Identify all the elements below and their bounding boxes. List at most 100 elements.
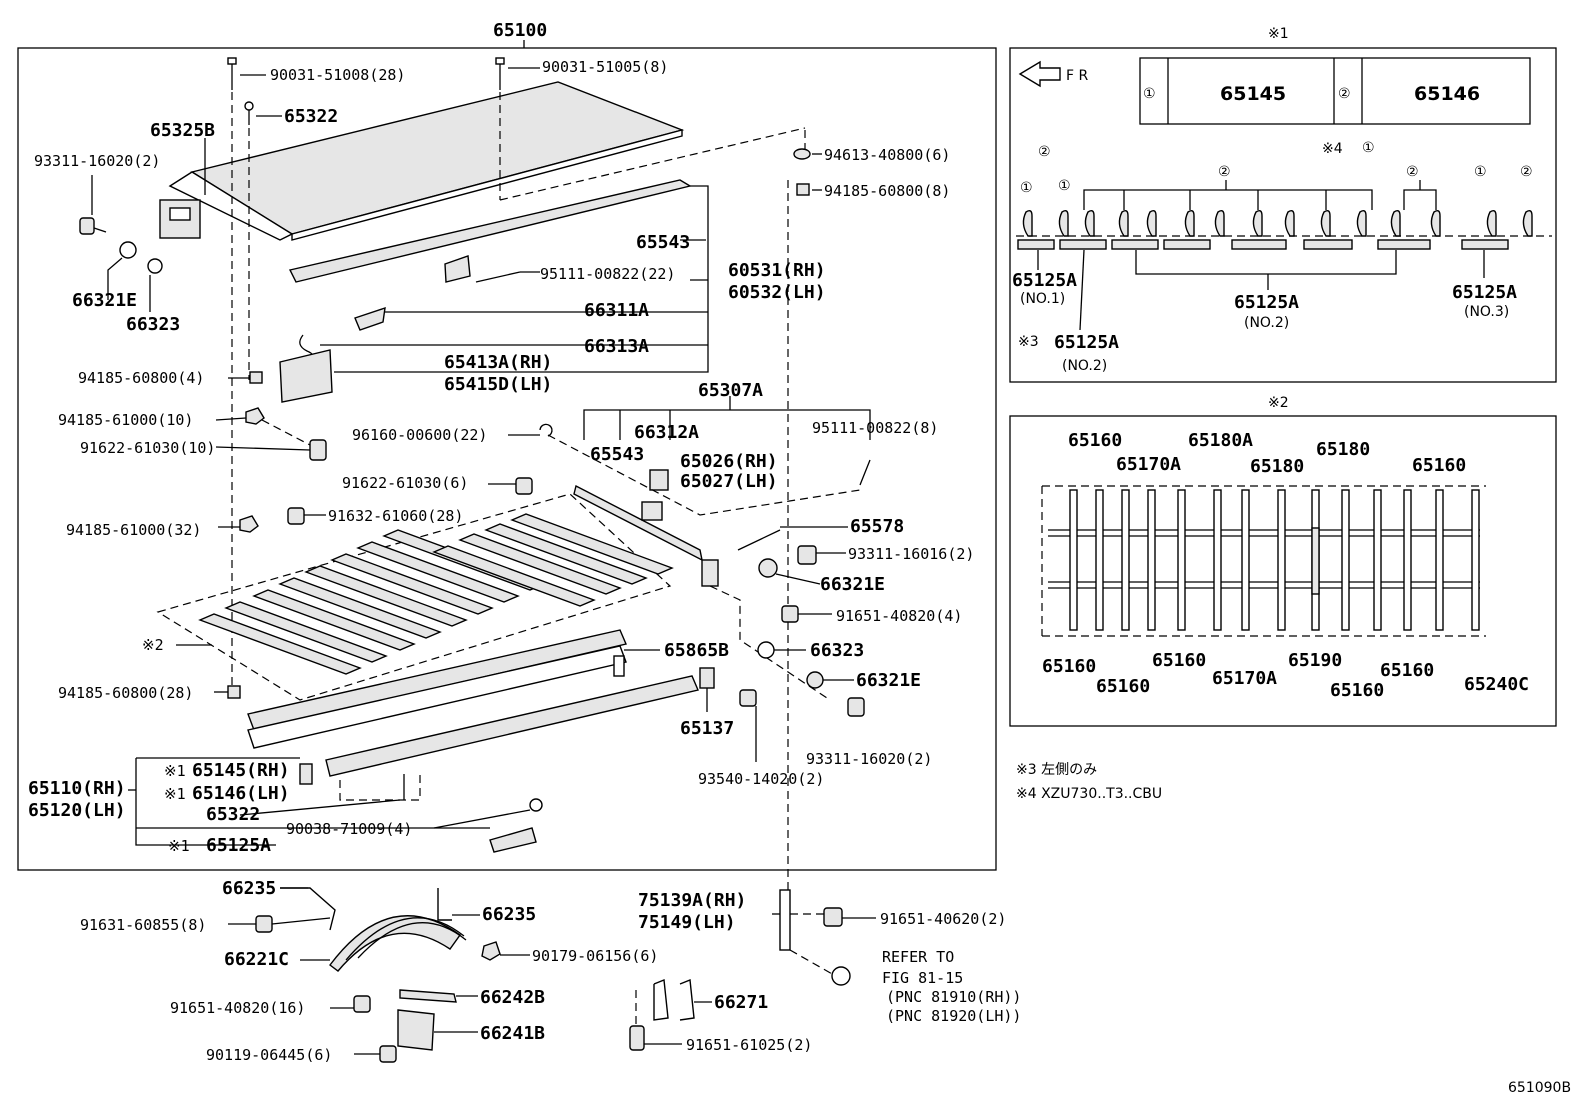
cross-member-slat	[1241, 489, 1250, 631]
note-4: ※4 XZU730..T3..CBU	[1016, 786, 1162, 802]
inset2-label: 65160	[1068, 430, 1122, 451]
inset2-label: 65160	[1096, 676, 1150, 697]
inset2-label: 65240C	[1464, 674, 1529, 695]
inset1-label: (NO.2)	[1244, 315, 1289, 331]
part-label-main: 66321E	[72, 290, 137, 311]
plate-65125A	[1377, 239, 1431, 250]
circle-mark: ②	[1038, 144, 1051, 160]
lower-rail	[325, 675, 699, 777]
inset1-label: (NO.2)	[1062, 358, 1107, 374]
part-label-main: 66313A	[584, 336, 649, 357]
part-label-lower: 91651-40820(16)	[170, 999, 305, 1017]
part-label-main: 93540-14020(2)	[698, 770, 824, 788]
washer-94613	[793, 148, 811, 160]
part-label-main: 65325B	[150, 120, 215, 141]
reflector	[1486, 209, 1497, 237]
inset1-fr: F R	[1066, 68, 1089, 84]
part-label-main: 91651-40820(4)	[836, 607, 962, 625]
circle-mark: ②	[1218, 164, 1231, 180]
part-label-main: 65026(RH)	[680, 451, 778, 472]
circle-two-label: ②	[1338, 86, 1351, 102]
inset2-label: 65180	[1316, 439, 1370, 460]
reflector-row: ① ② ① ② ① ② ① ②	[1020, 140, 1533, 237]
note-3: ※3 左側のみ	[1016, 762, 1097, 778]
part-label-main: 65145(RH)	[192, 760, 290, 781]
circle-mark: ①	[1020, 180, 1033, 196]
reflector	[1430, 209, 1441, 237]
cross-member-slat	[1095, 489, 1104, 631]
part-label-main: 65307A	[698, 380, 763, 401]
part-label-lower: (PNC 81910(RH))	[886, 988, 1021, 1006]
side-rail	[247, 629, 627, 731]
part-65145: 65145	[1220, 83, 1286, 105]
cross-member-slat	[1121, 489, 1130, 631]
part-label-main: 65137	[680, 718, 734, 739]
plate-65125A	[1461, 239, 1509, 250]
inset2-label: 65190	[1288, 650, 1342, 671]
part-label-main: 65120(LH)	[28, 800, 126, 821]
part-label-lower: 66235	[222, 878, 276, 899]
cross-member-slat	[1341, 489, 1350, 631]
part-label-lower: 90179-06156(6)	[532, 947, 658, 965]
inset2-label: 65160	[1412, 455, 1466, 476]
part-label-main: 90031-51008(28)	[270, 66, 405, 84]
circle-mark: ①	[1362, 140, 1375, 156]
part-label-main: 94185-60800(8)	[824, 182, 950, 200]
inset1-label: 65125A	[1234, 292, 1299, 313]
part-label-main: 65543	[636, 232, 690, 253]
plate-65125A	[1231, 239, 1287, 250]
part-label-main: 90031-51005(8)	[542, 58, 668, 76]
reflector	[1184, 209, 1195, 237]
reflector	[1356, 209, 1367, 237]
screw-65322	[244, 101, 254, 125]
circle-mark: ②	[1520, 164, 1533, 180]
plate-65125A	[1111, 239, 1159, 250]
circle-mark: ①	[1474, 164, 1487, 180]
label-box	[1139, 57, 1531, 125]
reflector	[1252, 209, 1263, 237]
reflector	[1214, 209, 1225, 237]
inset2-label: 65170A	[1116, 454, 1181, 475]
reflector	[1022, 209, 1033, 237]
part-label-main: 94613-40800(6)	[824, 146, 950, 164]
deck-board	[190, 81, 685, 235]
inset1-label: 65125A	[1012, 270, 1077, 291]
circle-one-label: ①	[1143, 86, 1156, 102]
reflector	[1084, 209, 1095, 237]
part-label-main: 65578	[850, 516, 904, 537]
cross-member-slat	[1069, 489, 1078, 631]
nut-66321E	[119, 241, 137, 259]
part-label-main: 66321E	[856, 670, 921, 691]
part-label-main: 91622-61030(10)	[80, 439, 215, 457]
part-label-main: 65865B	[664, 640, 729, 661]
part-label-lower: 75149(LH)	[638, 912, 736, 933]
part-label-main: 95111-00822(22)	[540, 265, 675, 283]
bolt-90031-51005	[495, 57, 505, 90]
plate-65125A	[1059, 239, 1107, 250]
part-label-main: 93311-16016(2)	[848, 545, 974, 563]
figure-id: 651090B	[1508, 1080, 1571, 1096]
cross-member-slat	[1403, 489, 1412, 631]
cross-members	[198, 513, 674, 675]
cross-member-slat	[1213, 489, 1222, 631]
stay-75139A	[779, 889, 791, 951]
part-label-main: 94185-61000(10)	[58, 411, 193, 429]
circle-mark: ①	[1058, 178, 1071, 194]
cross-member-outline	[156, 493, 672, 701]
part-label-main: 94185-61000(32)	[66, 521, 201, 539]
circle-mark: ②	[1406, 164, 1419, 180]
part-label-main: 65415D(LH)	[444, 374, 552, 395]
part-label-main: 66311A	[584, 300, 649, 321]
reflector	[1284, 209, 1295, 237]
part-label-main: ※2	[142, 636, 164, 654]
part-label-main: 65322	[284, 106, 338, 127]
part-label-main: 66323	[126, 314, 180, 335]
part-label-main: 65146(LH)	[192, 783, 290, 804]
reflector	[1118, 209, 1129, 237]
inset2-label: 65160	[1042, 656, 1096, 677]
reflector	[1146, 209, 1157, 237]
main-frame	[17, 47, 997, 871]
part-label-main: 66312A	[634, 422, 699, 443]
part-label-main: 91622-61030(6)	[342, 474, 468, 492]
inset2-label: 65160	[1380, 660, 1434, 681]
